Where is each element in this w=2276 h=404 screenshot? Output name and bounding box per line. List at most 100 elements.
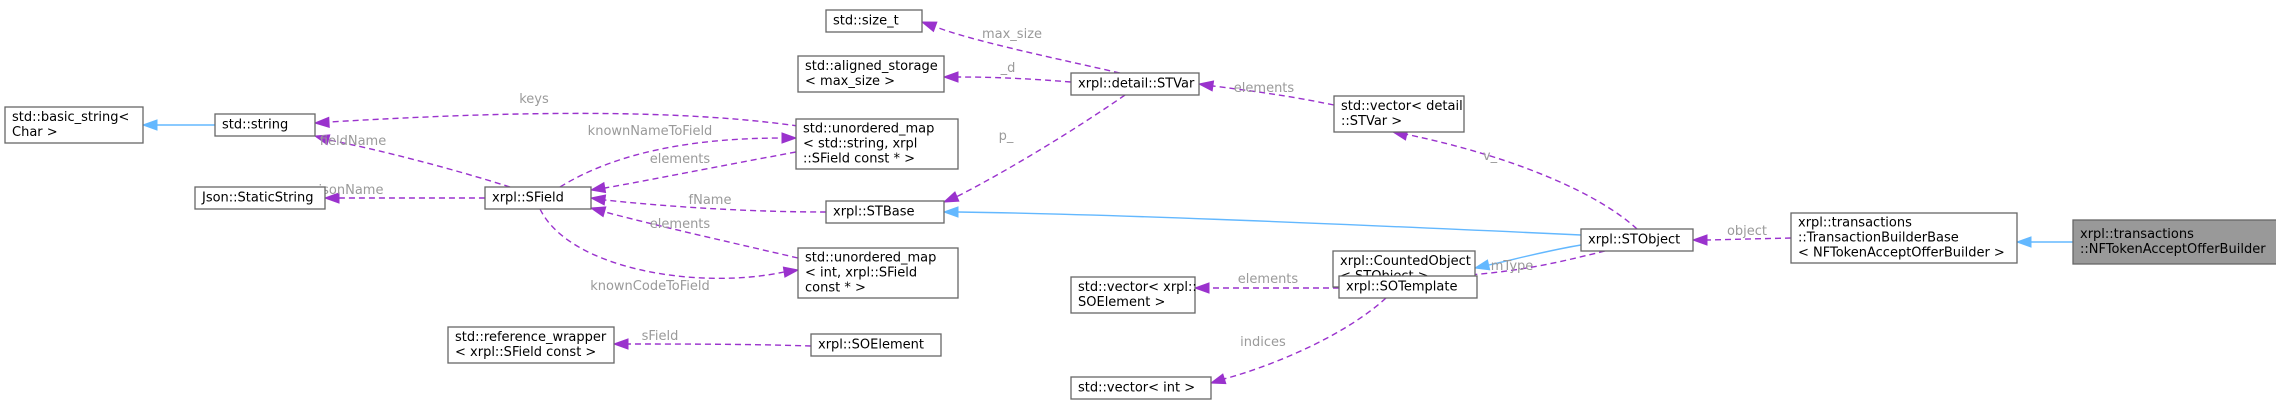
class-node-vector-int[interactable]: std::vector< int > (1070, 376, 1212, 400)
inheritance-edge (2015, 236, 2073, 248)
edge-label: max_size (982, 27, 1042, 42)
node-label-line: std::string (222, 118, 288, 133)
edge-arrowhead (782, 266, 800, 278)
edge-line (627, 343, 812, 347)
class-node-std-string[interactable]: std::string (214, 113, 316, 137)
usage-edge: v_ (1391, 129, 1638, 230)
node-box (447, 326, 615, 364)
edge-arrowhead (589, 206, 607, 218)
edge-label: knownNameToField (588, 124, 713, 139)
class-node-stobject[interactable]: xrpl::STObject (1580, 228, 1694, 252)
node-box (1070, 72, 1200, 96)
node-label-line: xrpl::STObject (1588, 233, 1680, 248)
edge-arrowhead (1197, 80, 1215, 92)
node-box (484, 186, 592, 210)
edge-label: v_ (1483, 149, 1498, 164)
inheritance-edge (1473, 244, 1582, 271)
node-label-line: < max_size > (805, 74, 895, 89)
node-box (825, 9, 923, 33)
edge-label: sField (642, 329, 679, 344)
edge-line (604, 211, 799, 259)
node-box (810, 333, 942, 357)
usage-edge: elements (589, 206, 799, 259)
edge-arrowhead (323, 192, 340, 204)
class-node-umap-string[interactable]: std::unordered_map< std::string, xrpl::S… (795, 118, 959, 170)
edge-line (1219, 297, 1387, 381)
node-label-line: < NFTokenAcceptOfferBuilder > (1798, 246, 2005, 261)
class-node-sfield[interactable]: xrpl::SField (484, 186, 592, 210)
node-label-line: const * > (805, 281, 866, 296)
edge-label: jsonName (318, 183, 384, 198)
edge-label: keys (519, 92, 549, 107)
class-node-reference-wrapper[interactable]: std::reference_wrapper< xrpl::SField con… (447, 326, 615, 364)
edge-arrowhead (781, 132, 798, 144)
edge-line (957, 211, 1582, 236)
node-box (214, 113, 316, 137)
node-label-line: SOElement > (1078, 295, 1165, 310)
edge-label: elements (1238, 272, 1299, 287)
edge-label: knownCodeToField (590, 279, 710, 294)
edge-label: elements (1234, 81, 1295, 96)
edge-line (1706, 237, 1792, 241)
edge-arrowhead (1209, 373, 1227, 385)
usage-edge: knownNameToField (559, 124, 798, 188)
node-box (2072, 219, 2276, 265)
node-label-line: std::size_t (833, 14, 899, 29)
class-node-basic-string[interactable]: std::basic_string<Char > (4, 106, 144, 144)
node-label-line: Char > (12, 125, 58, 140)
node-box (4, 106, 144, 144)
usage-edge: object (1691, 224, 1792, 246)
usage-edge: indices (1209, 297, 1387, 385)
usage-edge: knownCodeToField (539, 208, 800, 294)
edge-arrowhead (313, 116, 330, 128)
class-node-sotemplate[interactable]: xrpl::SOTemplate (1338, 275, 1478, 299)
node-box (797, 55, 945, 93)
class-node-umap-int[interactable]: std::unordered_map< int, xrpl::SFieldcon… (797, 247, 959, 299)
node-label-line: std::unordered_map (805, 251, 936, 266)
class-node-stbase[interactable]: xrpl::STBase (825, 200, 945, 224)
node-label-line: Json::StaticString (201, 191, 314, 206)
node-label-line: < std::string, xrpl (803, 137, 917, 152)
edge-arrowhead (942, 191, 960, 203)
edge-arrowhead (942, 206, 959, 218)
edge-label: fName (689, 193, 732, 208)
node-label-line: ::STVar > (1341, 114, 1402, 129)
usage-edge: elements (1193, 272, 1339, 294)
usage-edge: p_ (942, 94, 1126, 203)
node-label-line: xrpl::CountedObject (1340, 254, 1471, 269)
class-node-vector-stvar[interactable]: std::vector< detail::STVar > (1333, 95, 1465, 133)
node-box (1333, 95, 1465, 133)
edge-line (328, 139, 511, 188)
node-label-line: std::vector< int > (1078, 381, 1195, 396)
node-label-line: std::basic_string< (12, 110, 129, 125)
edge-label: indices (1240, 335, 1286, 350)
class-node-nft-builder[interactable]: xrpl::transactions::NFTokenAcceptOfferBu… (2072, 219, 2276, 265)
node-label-line: std::aligned_storage (805, 59, 938, 74)
edge-arrowhead (1193, 282, 1210, 294)
edge-arrowhead (2015, 236, 2032, 248)
class-node-size-t[interactable]: std::size_t (825, 9, 923, 33)
class-node-json-static-string[interactable]: Json::StaticString (194, 186, 326, 210)
edge-arrowhead (1473, 259, 1491, 271)
edge-arrowhead (1691, 234, 1708, 246)
edge-arrowhead (612, 338, 629, 350)
edge-line (957, 76, 1072, 83)
edge-label: mType (1491, 259, 1534, 274)
class-node-soelement[interactable]: xrpl::SOElement (810, 333, 942, 357)
node-label-line: xrpl::SField (492, 191, 564, 206)
inheritance-edge (141, 119, 215, 131)
node-label-line: std::vector< xrpl:: (1078, 280, 1197, 295)
class-node-aligned-storage[interactable]: std::aligned_storage< max_size > (797, 55, 945, 93)
node-label-line: xrpl::SOElement (818, 338, 924, 353)
node-box (1338, 275, 1478, 299)
class-node-detail-stvar[interactable]: xrpl::detail::STVar (1070, 72, 1200, 96)
node-label-line: < int, xrpl::SField (805, 266, 917, 281)
class-node-tx-builder-base[interactable]: xrpl::transactions::TransactionBuilderBa… (1790, 212, 2018, 264)
node-box (194, 186, 326, 210)
class-node-vector-soelement[interactable]: std::vector< xrpl::SOElement > (1070, 276, 1197, 314)
edge-arrowhead (589, 181, 607, 194)
usage-edge: fName (589, 193, 827, 213)
edge-label: p_ (999, 129, 1014, 144)
node-box (797, 247, 959, 299)
